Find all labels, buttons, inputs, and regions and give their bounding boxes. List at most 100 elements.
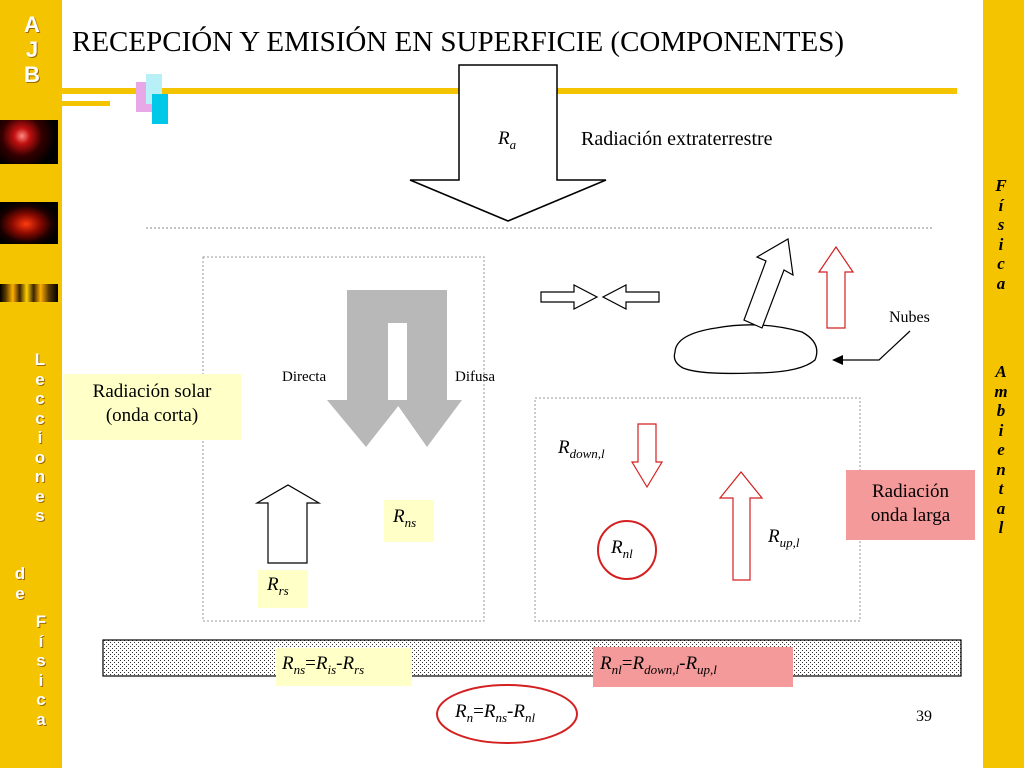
ajb-letter: B	[24, 62, 40, 87]
glow-photo-thumbnail	[0, 202, 58, 244]
sidebar-letter: e	[35, 369, 45, 389]
rnl-subscript: nl	[622, 545, 633, 561]
decor-square-cyan	[152, 94, 168, 124]
cloud-longwave-up-arrow	[817, 245, 855, 329]
eq-symbol: R	[455, 701, 467, 722]
rnl-symbol: R	[611, 537, 623, 558]
cloud-reflection-arrow	[743, 238, 794, 329]
right-sidebar	[983, 0, 1024, 768]
rns-label: Rns	[384, 500, 434, 542]
lamp-photo-thumbnail	[0, 120, 58, 164]
sidebar-letter: i	[998, 420, 1004, 440]
rns-subscript: ns	[404, 514, 417, 530]
eq-symbol: R	[513, 701, 525, 722]
eq-subscript: nl	[611, 661, 622, 677]
eq-equals: =	[305, 653, 316, 674]
sidebar-letter: l	[998, 518, 1004, 537]
sidebar-lecciones-text: L e c c i o n e s	[30, 350, 50, 526]
eq-equals: =	[473, 701, 484, 722]
eq-equals: =	[621, 653, 633, 674]
sidebar-letter: a	[996, 273, 1006, 293]
title-underline-short	[62, 101, 110, 106]
left-pointing-arrow	[601, 284, 660, 310]
eq-subscript: nl	[524, 709, 536, 725]
right-ambiental-text: A m b i e n t a l	[990, 362, 1012, 538]
longwave-note-line: Radiación	[871, 481, 950, 502]
sidebar-letter: i	[38, 670, 44, 690]
rnl-label: Rnl	[611, 537, 633, 562]
sidebar-letter: e	[15, 583, 25, 603]
sidebar-letter: b	[996, 401, 1006, 420]
rnl-equation: Rnl=Rdown,l-Rup,l	[593, 647, 793, 687]
sidebar-letter: i	[37, 428, 43, 447]
longwave-note-line: onda larga	[870, 505, 951, 526]
longwave-radiation-note: Radiación onda larga	[846, 470, 975, 540]
rnl-circle	[597, 520, 657, 580]
sidebar-letter: F	[995, 176, 1007, 195]
eq-subscript: ns	[495, 709, 507, 725]
extraterrestrial-label: Radiación extraterrestre	[581, 128, 773, 150]
rns-equation: Rns=Ris-Rrs	[276, 648, 412, 686]
eq-subscript: n	[466, 709, 474, 725]
sidebar-letter: F	[35, 612, 47, 631]
solar-note-line: (onda corta)	[105, 405, 199, 426]
eq-symbol: R	[632, 653, 645, 674]
difusa-label: Difusa	[455, 369, 495, 385]
sidebar-letter: e	[997, 440, 1005, 459]
page-number: 39	[916, 708, 932, 725]
sidebar-letter: A	[995, 362, 1007, 381]
sidebar-letter: o	[34, 447, 46, 467]
eq-subscript: is	[327, 661, 337, 677]
sidebar-letter: s	[35, 506, 45, 525]
right-pointing-arrow	[540, 284, 599, 310]
rn-equation: Rn=Rns-Rnl	[455, 701, 535, 726]
sidebar-letter: m	[994, 381, 1008, 401]
sidebar-letter: d	[14, 564, 26, 583]
rdown-symbol: R	[558, 437, 570, 458]
eq-minus: -	[507, 701, 514, 722]
sidebar-de-text: d e	[11, 564, 29, 603]
right-fisica-text: F í s i c a	[990, 176, 1012, 293]
eq-minus: -	[679, 653, 686, 674]
sidebar-letter: í	[38, 631, 44, 651]
spectrum-thumbnail	[0, 284, 58, 302]
sidebar-letter: n	[34, 467, 46, 486]
solar-radiation-note: Radiación solar (onda corta)	[63, 374, 241, 440]
sidebar-letter: L	[34, 350, 46, 369]
sidebar-letter: s	[997, 215, 1005, 234]
sidebar-letter: c	[36, 690, 46, 709]
eq-subscript: up,l	[697, 661, 717, 677]
longwave-panel	[534, 397, 861, 622]
sidebar-letter: a	[36, 709, 46, 729]
longwave-down-arrow	[630, 423, 664, 489]
eq-symbol: R	[685, 653, 698, 674]
rrs-label: Rrs	[258, 570, 308, 608]
sidebar-letter: i	[998, 234, 1004, 254]
rn-ellipse	[436, 684, 578, 744]
sidebar-letter: t	[998, 479, 1004, 498]
ra-subscript: a	[509, 136, 517, 152]
eq-subscript: down,l	[644, 661, 680, 677]
cloud-shape	[673, 324, 818, 375]
sidebar-letter: a	[996, 498, 1006, 518]
ajb-letter: J	[25, 37, 39, 62]
reflected-shortwave-arrow	[254, 484, 322, 564]
sidebar-letter: í	[998, 195, 1004, 215]
ajb-letter: A	[24, 12, 40, 37]
eq-subscript: rs	[354, 661, 365, 677]
direct-diffuse-shadow-arrows	[327, 290, 462, 447]
eq-symbol: R	[282, 653, 294, 674]
sidebar-letter: c	[997, 254, 1005, 273]
eq-symbol: R	[315, 653, 328, 674]
slide-title: RECEPCIÓN Y EMISIÓN EN SUPERFICIE (COMPO…	[72, 26, 845, 58]
ajb-logo-text: A J B	[18, 12, 46, 87]
rup-symbol: R	[768, 526, 780, 547]
sidebar-letter: n	[996, 459, 1006, 479]
rdown-subscript: down,l	[569, 445, 605, 461]
sidebar-letter: e	[35, 486, 45, 506]
eq-minus: -	[336, 653, 343, 674]
nubes-pointer-line	[834, 330, 911, 361]
eq-symbol: R	[483, 701, 496, 722]
ground-surface	[102, 639, 962, 677]
